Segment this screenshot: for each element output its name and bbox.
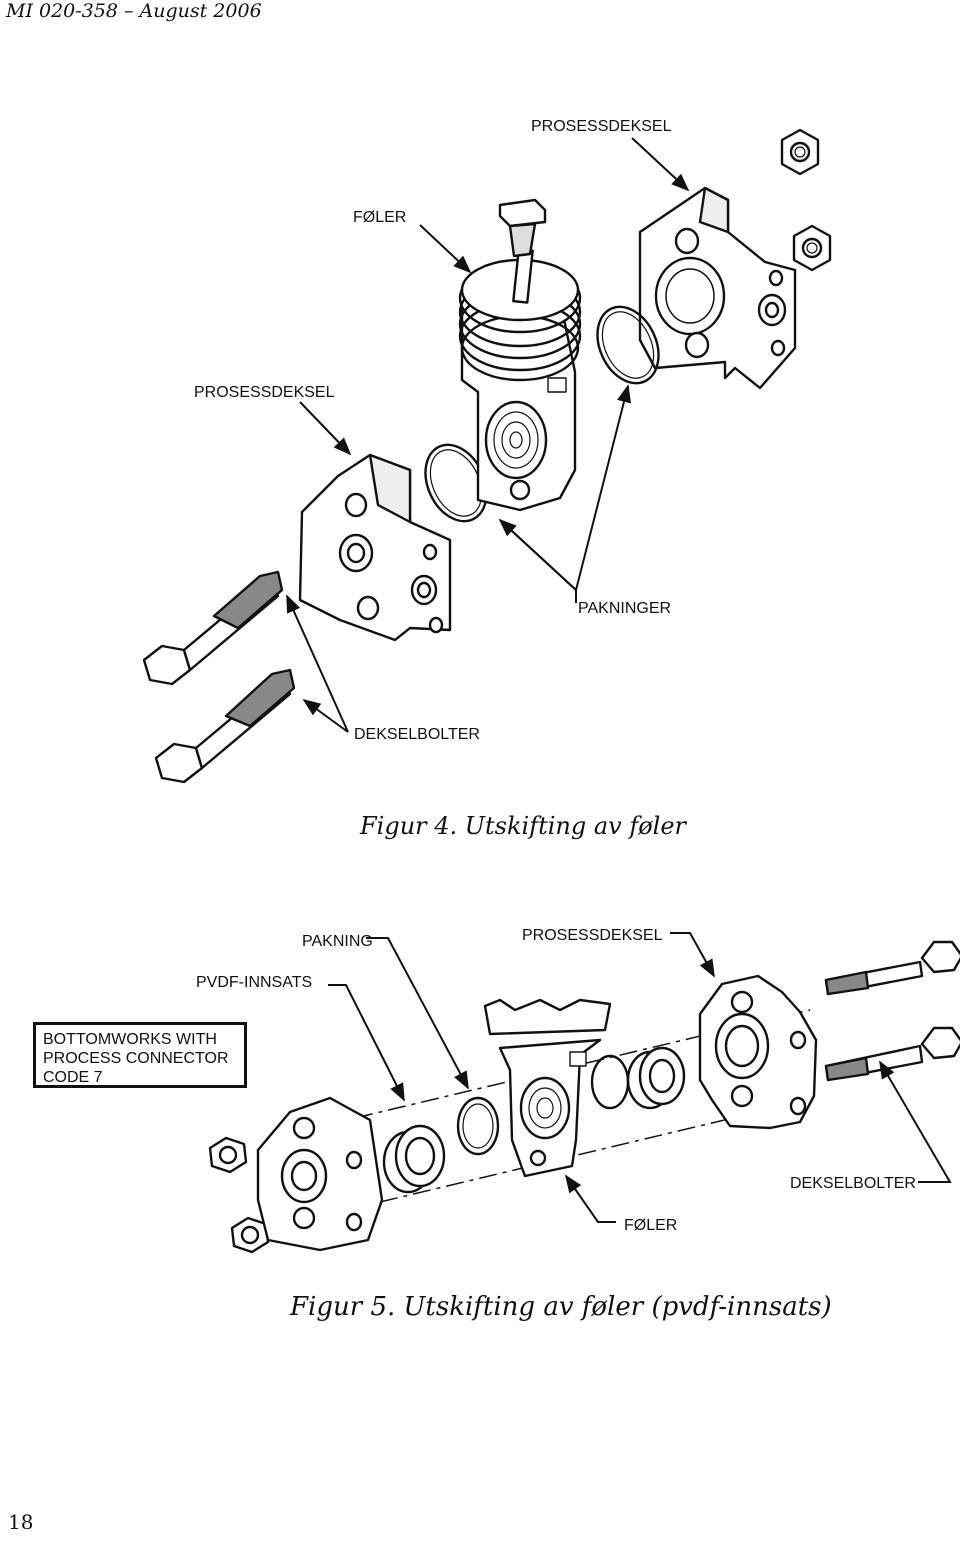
process-cover-left	[298, 453, 452, 642]
process-cover-left-fig5	[256, 1096, 384, 1252]
figure-5-caption: Figur 5. Utskifting av føler (pvdf-innsa…	[290, 1292, 832, 1322]
gasket-right-inner	[601, 311, 655, 379]
label-process-cover-top: PROSESSDEKSEL	[531, 118, 672, 135]
pvdf-insert-right	[626, 1046, 686, 1110]
label-cover-bolts: DEKSELBOLTER	[354, 726, 480, 743]
label-process-cover-fig5: PROSESSDEKSEL	[522, 927, 663, 944]
page-number: 18	[8, 1510, 34, 1534]
hex-nut-middle	[792, 224, 832, 272]
label-cover-bolts-fig5: DEKSELBOLTER	[790, 1175, 916, 1192]
note-line-2: PROCESS CONNECTOR	[43, 1050, 229, 1067]
label-gaskets: PAKNINGER	[578, 600, 671, 617]
sensor-body	[458, 198, 582, 512]
note-line-3: CODE 7	[43, 1069, 103, 1086]
note-line-1: BOTTOMWORKS WITH	[43, 1031, 217, 1048]
bottomworks-note-box: BOTTOMWORKS WITH PROCESS CONNECTOR CODE …	[33, 1022, 247, 1088]
gasket-fig5-inner	[462, 1103, 494, 1149]
label-sensor-fig5: FØLER	[624, 1217, 677, 1234]
hex-nut-left-lower	[230, 1216, 270, 1254]
gasket-fig5-right	[590, 1054, 630, 1110]
cover-bolt-fig5-upper	[824, 940, 960, 996]
document-header: MI 020-358 – August 2006	[6, 0, 262, 22]
figure-4-caption: Figur 4. Utskifting av føler	[360, 812, 687, 840]
process-cover-right-fig5	[698, 974, 818, 1130]
cover-bolt-fig5-lower	[824, 1026, 960, 1082]
cover-bolt-lower	[154, 668, 296, 784]
hex-nut-left-upper	[208, 1136, 248, 1174]
label-pvdf-insert: PVDF-INNSATS	[196, 974, 312, 991]
cover-bolt-upper	[142, 570, 284, 686]
label-sensor: FØLER	[353, 209, 406, 226]
figure-4-drawing	[142, 128, 832, 784]
figure-5-leaders	[328, 932, 952, 1223]
sensor-fig5	[483, 998, 612, 1178]
figure-4-leaders	[286, 137, 690, 733]
pvdf-insert	[382, 1124, 446, 1194]
gasket-fig5	[456, 1096, 500, 1156]
gasket-right	[596, 305, 660, 385]
label-gasket: PAKNING	[302, 933, 373, 950]
label-process-cover-left: PROSESSDEKSEL	[194, 384, 335, 401]
hex-nut-top	[780, 128, 820, 176]
process-cover-right	[638, 186, 797, 390]
figure-5-drawing	[208, 940, 960, 1254]
